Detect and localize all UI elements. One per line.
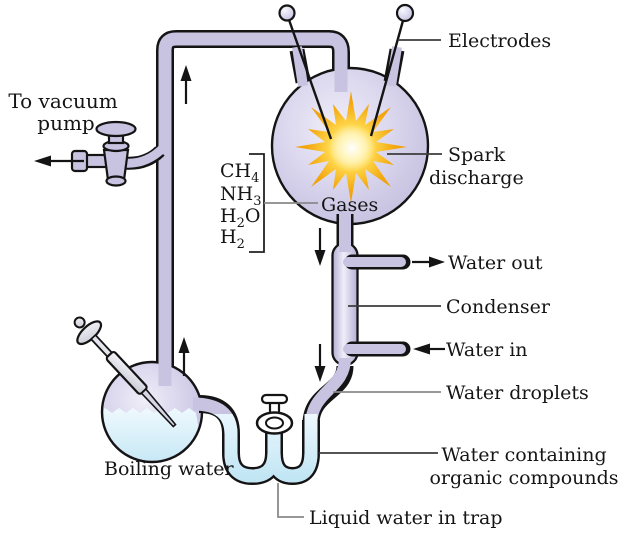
gas-formula-ch4: CH4: [220, 160, 259, 186]
label-water-in: Water in: [446, 339, 528, 361]
trap-water: [213, 414, 318, 483]
gas-formula-nh3: NH3: [220, 183, 261, 209]
electrode-wire-left: [286, 16, 333, 140]
u-trap: [192, 395, 320, 486]
flow-arrow-up-top: [180, 65, 192, 104]
trap-valve-handle: [260, 393, 289, 405]
label-spark-line2: discharge: [429, 167, 524, 189]
label-water-droplets: Water droplets: [446, 382, 589, 404]
label-water-out: Water out: [448, 252, 543, 274]
formula-tail: O: [245, 205, 261, 227]
gas-formula-h2: H2: [220, 226, 245, 252]
formula-sub: 4: [251, 171, 259, 186]
gas-formula-list: CH4 NH3 H2O H2: [220, 160, 261, 252]
gas-formula-h2o: H2O: [220, 205, 260, 231]
formula-main: NH: [220, 183, 253, 205]
formula-main: H: [220, 205, 237, 227]
spark-discharge-star: [295, 91, 407, 203]
label-organic-line2: organic compounds: [429, 467, 618, 489]
stopcock-body-base: [105, 175, 127, 187]
label-boiling-water: Boiling water: [104, 458, 235, 480]
liquid-trap-leader: [277, 483, 304, 518]
formula-sub: 3: [253, 194, 261, 209]
label-condenser: Condenser: [446, 296, 551, 318]
electrode-neck-right: [383, 46, 405, 87]
boiling-flask: [100, 352, 204, 464]
condenser: [302, 206, 411, 427]
label-organic-line1: Water containing: [441, 444, 606, 466]
formula-sub: 2: [237, 237, 245, 252]
stopcock-handle-disc: [95, 120, 137, 138]
label-gases: Gases: [321, 194, 378, 216]
spark-glow: [328, 124, 376, 172]
electrode-wire-right: [369, 16, 406, 137]
vacuum-flow-arrow: [34, 155, 84, 167]
water-in-arrow: [413, 343, 445, 355]
trap-valve: [255, 393, 294, 435]
stopcock-right-arm-bore: [123, 144, 167, 168]
gas-loop-tube-bore: [158, 32, 348, 378]
water-out-arrow: [412, 256, 445, 268]
injection-syringe: [73, 316, 177, 428]
trap-valve-bore: [265, 416, 284, 430]
syringe-knob: [73, 316, 86, 329]
label-spark-line1: Spark: [448, 144, 506, 166]
flow-arrow-up-bottom: [178, 337, 190, 376]
gas-loop-tube: [156, 30, 350, 378]
formula-main: H: [220, 226, 237, 248]
label-to-vacuum-line1: To vacuum: [8, 89, 117, 113]
label-electrodes: Electrodes: [448, 30, 551, 52]
label-liquid-water-in-trap: Liquid water in trap: [309, 507, 503, 529]
electrode-ball-right: [395, 3, 415, 23]
electrode-neck-left: [289, 46, 311, 87]
formula-main: CH: [220, 160, 251, 182]
syringe-needle: [140, 387, 177, 428]
flow-arrow-down-gases: [314, 228, 326, 266]
spark-flask: [270, 3, 430, 226]
formula-sub: 2: [237, 216, 245, 231]
label-to-vacuum-line2: pump: [37, 111, 94, 135]
vacuum-stopcock: [34, 120, 167, 187]
flow-arrow-down-condenser: [314, 344, 326, 382]
electrode-ball-left: [278, 4, 296, 22]
